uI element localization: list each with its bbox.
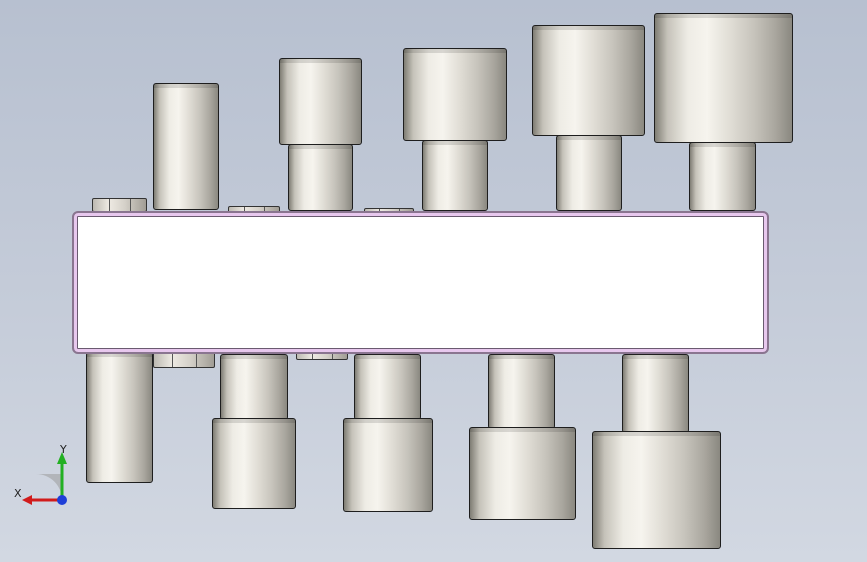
hex-nut [92,198,147,212]
socket-head[interactable] [343,418,433,512]
y-axis-label: Y [59,443,67,456]
socket-rail[interactable] [72,211,769,354]
socket-body[interactable] [86,352,153,483]
socket-neck[interactable] [556,135,622,211]
socket-neck[interactable] [622,354,689,433]
socket-head[interactable] [212,418,296,509]
socket-neck[interactable] [488,354,555,429]
y-arrow-icon [57,452,67,464]
socket-neck[interactable] [220,354,288,420]
socket-neck[interactable] [288,144,353,211]
socket-head[interactable] [153,83,219,210]
socket-neck[interactable] [354,354,421,420]
socket-neck[interactable] [422,140,488,211]
triad-plane [36,474,62,500]
socket-head[interactable] [279,58,362,145]
hex-nut [153,352,215,368]
z-axis-icon [57,495,67,505]
x-arrow-icon [22,495,32,505]
axis-triad: Y X [14,443,67,505]
socket-head[interactable] [592,431,721,549]
socket-head[interactable] [532,25,645,136]
socket-head[interactable] [469,427,576,520]
socket-head[interactable] [654,13,793,143]
x-axis-label: X [14,487,22,500]
socket-head[interactable] [403,48,507,141]
socket-neck[interactable] [689,142,756,211]
